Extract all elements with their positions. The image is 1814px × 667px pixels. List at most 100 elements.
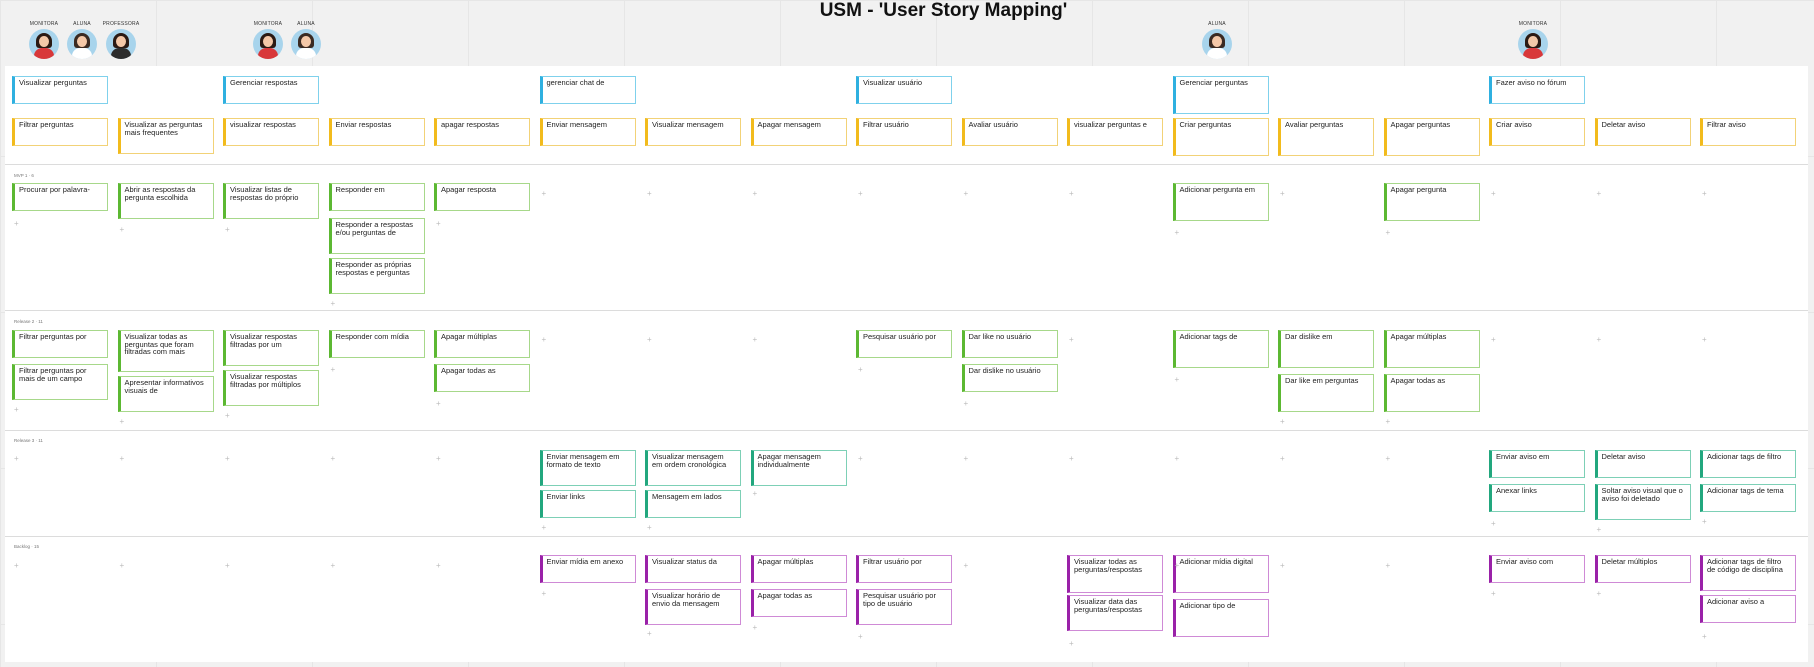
task-card[interactable]: Enviar respostas (328, 118, 425, 146)
activity-card[interactable]: Visualizar usuário (856, 76, 952, 104)
add-card-icon[interactable]: + (1069, 454, 1074, 463)
add-card-icon[interactable]: + (858, 632, 863, 641)
story-card[interactable]: Enviar aviso em (1489, 450, 1585, 478)
story-card[interactable]: Enviar mensagem em formato de texto (539, 450, 636, 486)
add-card-icon[interactable]: + (1702, 335, 1707, 344)
story-card[interactable]: Apagar todas as (750, 589, 847, 617)
story-card[interactable]: Visualizar status da (645, 555, 741, 583)
story-card[interactable]: Pesquisar usuário por (856, 330, 952, 358)
activity-card[interactable]: Gerenciar respostas (223, 76, 319, 104)
story-card[interactable]: Enviar aviso com (1489, 555, 1585, 583)
add-card-icon[interactable]: + (330, 454, 336, 463)
story-card[interactable]: Apagar pergunta (1383, 183, 1480, 221)
activity-card[interactable]: Fazer aviso no fórum (1489, 76, 1585, 104)
add-card-icon[interactable]: + (1385, 454, 1391, 463)
story-card[interactable]: Adicionar aviso a (1700, 595, 1796, 623)
add-card-icon[interactable]: + (1174, 375, 1180, 384)
add-card-icon[interactable]: + (752, 189, 758, 198)
task-card[interactable]: Avaliar usuário (961, 118, 1058, 146)
add-card-icon[interactable]: + (14, 561, 19, 570)
story-card[interactable]: Visualizar data das perguntas/respostas (1067, 595, 1163, 631)
activity-card[interactable]: gerenciar chat de (539, 76, 636, 104)
add-card-icon[interactable]: + (1702, 517, 1707, 526)
add-card-icon[interactable]: + (1174, 454, 1180, 463)
story-card[interactable]: Apagar todas as (434, 364, 530, 392)
story-card[interactable]: Visualizar mensagem em ordem cronológica (645, 450, 741, 486)
add-card-icon[interactable]: + (119, 561, 125, 570)
add-card-icon[interactable]: + (119, 225, 125, 234)
add-card-icon[interactable]: + (436, 219, 441, 228)
add-card-icon[interactable]: + (1069, 639, 1074, 648)
story-card[interactable]: Adicionar mídia digital (1172, 555, 1269, 593)
story-card[interactable]: Adicionar tipo de (1172, 599, 1269, 637)
add-card-icon[interactable]: + (1491, 589, 1496, 598)
add-card-icon[interactable]: + (752, 623, 758, 632)
story-card[interactable]: Mensagem em lados (645, 490, 741, 518)
add-card-icon[interactable]: + (225, 411, 230, 420)
story-card[interactable]: Apagar múltiplas (1383, 330, 1480, 368)
story-card[interactable]: Procurar por palavra- (12, 183, 108, 211)
activity-card[interactable]: Visualizar perguntas (12, 76, 108, 104)
story-card[interactable]: Filtrar perguntas por mais de um campo (12, 364, 108, 400)
story-card[interactable]: Deletar múltiplos (1594, 555, 1691, 583)
task-card[interactable]: Apagar mensagem (750, 118, 847, 146)
task-card[interactable]: Filtrar usuário (856, 118, 952, 146)
story-card[interactable]: Responder a respostas e/ou perguntas de (328, 218, 425, 254)
task-card[interactable]: Criar aviso (1489, 118, 1585, 146)
story-card[interactable]: Enviar links (539, 490, 636, 518)
add-card-icon[interactable]: + (752, 335, 758, 344)
add-card-icon[interactable]: + (330, 299, 336, 308)
task-card[interactable]: Enviar mensagem (539, 118, 636, 146)
story-card[interactable]: Apagar resposta (434, 183, 530, 211)
add-card-icon[interactable]: + (963, 454, 969, 463)
task-card[interactable]: Visualizar mensagem (645, 118, 741, 146)
story-card[interactable]: Visualizar todas as perguntas que foram … (117, 330, 214, 372)
story-card[interactable]: Responder em (328, 183, 425, 211)
add-card-icon[interactable]: + (1702, 632, 1707, 641)
add-card-icon[interactable]: + (119, 454, 125, 463)
add-card-icon[interactable]: + (1174, 228, 1180, 237)
add-card-icon[interactable]: + (858, 365, 863, 374)
add-card-icon[interactable]: + (1280, 417, 1285, 426)
add-card-icon[interactable]: + (1069, 335, 1074, 344)
story-card[interactable]: Visualizar listas de respostas do própri… (223, 183, 319, 219)
add-card-icon[interactable]: + (1702, 189, 1707, 198)
story-card[interactable]: Visualizar horário de envio da mensagem (645, 589, 741, 625)
story-card[interactable]: Apagar todas as (1383, 374, 1480, 412)
add-card-icon[interactable]: + (1069, 189, 1074, 198)
story-card[interactable]: Soltar aviso visual que o aviso foi dele… (1594, 484, 1691, 520)
story-card[interactable]: Apagar múltiplas (750, 555, 847, 583)
task-card[interactable]: Filtrar perguntas (12, 118, 108, 146)
story-card[interactable]: Abrir as respostas da pergunta escolhida (117, 183, 214, 219)
add-card-icon[interactable]: + (225, 561, 230, 570)
add-card-icon[interactable]: + (225, 225, 230, 234)
add-card-icon[interactable]: + (752, 489, 758, 498)
add-card-icon[interactable]: + (1280, 561, 1285, 570)
story-card[interactable]: Adicionar tags de filtro (1700, 450, 1796, 478)
story-card[interactable]: Apagar mensagem individualmente (750, 450, 847, 486)
add-card-icon[interactable]: + (14, 454, 19, 463)
task-card[interactable]: Visualizar as perguntas mais frequentes (117, 118, 214, 154)
add-card-icon[interactable]: + (225, 454, 230, 463)
add-card-icon[interactable]: + (963, 189, 969, 198)
add-card-icon[interactable]: + (119, 417, 125, 426)
add-card-icon[interactable]: + (858, 454, 863, 463)
story-card[interactable]: Dar like no usuário (961, 330, 1058, 358)
add-card-icon[interactable]: + (1596, 189, 1602, 198)
add-card-icon[interactable]: + (647, 523, 652, 532)
story-card[interactable]: Filtrar perguntas por (12, 330, 108, 358)
add-card-icon[interactable]: + (647, 335, 652, 344)
story-card[interactable]: Adicionar tags de filtro de código de di… (1700, 555, 1796, 591)
add-card-icon[interactable]: + (14, 219, 19, 228)
task-card[interactable]: Criar perguntas (1172, 118, 1269, 156)
add-card-icon[interactable]: + (541, 589, 547, 598)
add-card-icon[interactable]: + (858, 189, 863, 198)
add-card-icon[interactable]: + (963, 561, 969, 570)
add-card-icon[interactable]: + (647, 189, 652, 198)
activity-card[interactable]: Gerenciar perguntas (1172, 76, 1269, 114)
add-card-icon[interactable]: + (436, 454, 441, 463)
task-card[interactable]: Apagar perguntas (1383, 118, 1480, 156)
story-card[interactable]: Dar dislike no usuário (961, 364, 1058, 392)
story-card[interactable]: Dar dislike em (1278, 330, 1374, 368)
story-card[interactable]: Anexar links (1489, 484, 1585, 512)
